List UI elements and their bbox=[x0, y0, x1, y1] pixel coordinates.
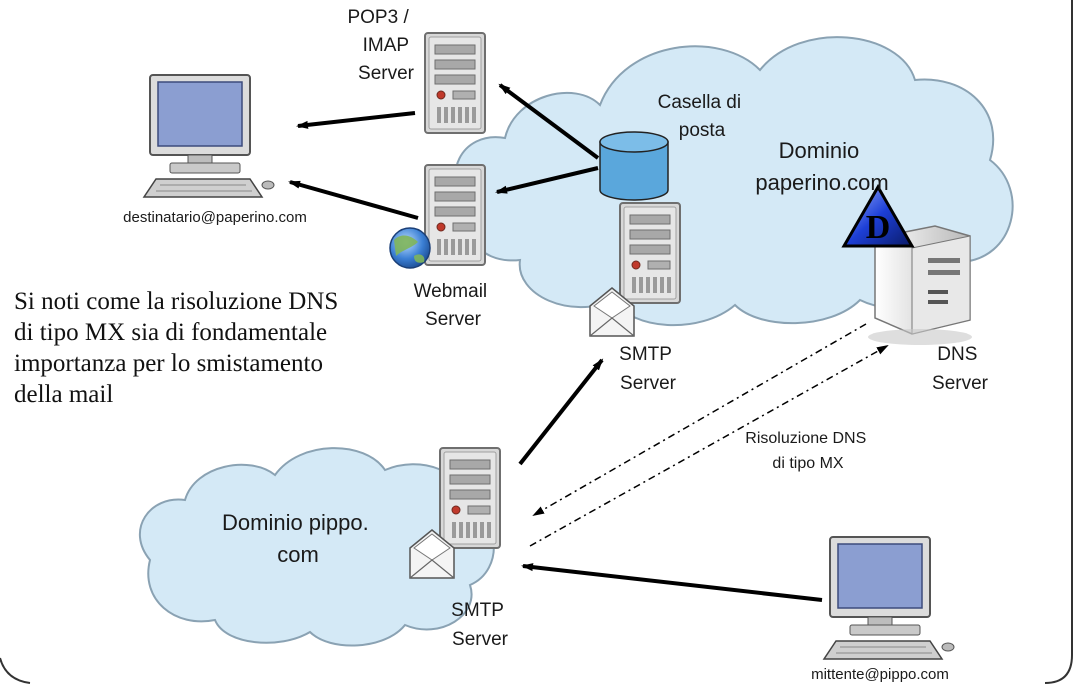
arrow-mailbox-to-webmail bbox=[495, 166, 599, 194]
dns-logo-icon: D bbox=[841, 183, 915, 248]
arrow-webmail-to-recipient bbox=[288, 180, 419, 220]
note-line: della mail bbox=[14, 381, 114, 408]
webmail-server-icon bbox=[424, 164, 486, 266]
smtp-server-paperino-icon bbox=[619, 202, 681, 304]
computer-sender bbox=[823, 536, 955, 660]
note-line: Si noti come la risoluzione DNS bbox=[14, 288, 339, 315]
frame-left-corner bbox=[0, 657, 31, 684]
pop3-imap-server-icon bbox=[424, 32, 486, 134]
smtp-server-pippo-label: SMTP Server bbox=[451, 600, 509, 650]
explanation-note: Si noti come la risoluzione DNS di tipo … bbox=[14, 286, 414, 410]
webmail-server-label: Webmail Server bbox=[414, 281, 493, 330]
dns-server-label: DNS Server bbox=[932, 344, 989, 394]
arrow-pop3-to-recipient bbox=[296, 111, 416, 129]
pop3-imap-server-label: POP3 / IMAP Server bbox=[347, 7, 414, 84]
paperino-domain-label: Dominio paperino.com bbox=[755, 138, 888, 195]
svg-text:D: D bbox=[866, 209, 891, 246]
arrow-dns-query bbox=[529, 345, 889, 547]
note-line: di tipo MX sia di fondamentale bbox=[14, 319, 328, 346]
recipient-email-label: destinatario@paperino.com bbox=[123, 209, 307, 226]
mailbox-label: Casella di posta bbox=[658, 92, 747, 141]
arrow-sender-to-pippo-smtp bbox=[521, 563, 823, 602]
arrow-dns-response bbox=[532, 323, 867, 516]
dns-server-icon bbox=[868, 225, 972, 345]
pippo-domain-label: Dominio pippo. com bbox=[222, 510, 375, 567]
dns-resolution-label: Risoluzione DNS di tipo MX bbox=[745, 430, 870, 472]
mailbox-database-icon bbox=[599, 131, 669, 201]
sender-email-label: mittente@pippo.com bbox=[811, 666, 949, 683]
smtp-server-pippo-icon bbox=[439, 447, 501, 549]
arrow-mailbox-to-pop3 bbox=[498, 83, 600, 160]
note-line: importanza per lo smistamento bbox=[14, 350, 323, 377]
globe-icon bbox=[389, 227, 431, 269]
frame-right-edge bbox=[1044, 0, 1073, 684]
computer-recipient bbox=[143, 74, 275, 198]
smtp-server-paperino-label: SMTP Server bbox=[619, 344, 677, 394]
arrow-pippo-smtp-to-paperino-smtp bbox=[518, 358, 604, 466]
